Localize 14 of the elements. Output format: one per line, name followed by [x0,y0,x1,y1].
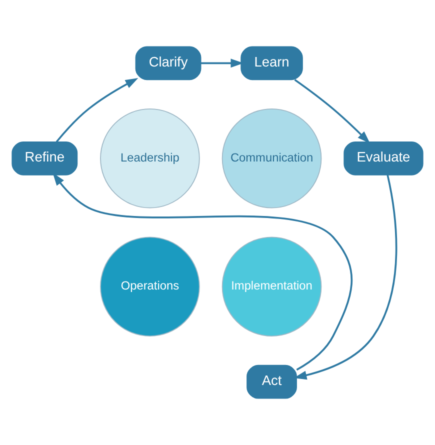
arrow [294,79,370,144]
node-box: Refine [12,141,78,176]
node-box: Evaluate [344,141,424,176]
arrow [52,172,352,371]
node-circle: Implementation [222,236,322,337]
node-box: Learn [240,46,303,80]
node-circle: Operations [100,236,200,337]
node-box: Act [246,364,297,399]
node-circle: Communication [222,108,322,208]
arrow [294,174,398,380]
arrow [201,58,244,68]
node-circle: Leadership [100,108,200,208]
node-box: Clarify [135,46,202,80]
arrow [56,78,138,142]
